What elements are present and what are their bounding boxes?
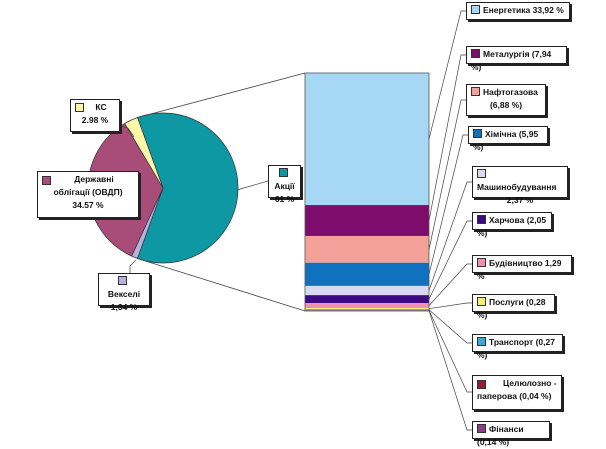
label-akcii: Акції 61 % xyxy=(268,165,301,204)
leader-харчова xyxy=(428,220,472,300)
label-ovdp: Державні облігації (ОВДП) 34.57 % xyxy=(37,171,139,218)
pie-slice-акції xyxy=(136,112,239,264)
label-finansy: Фінанси (0,14 %) xyxy=(472,421,550,447)
metalurgiya-swatch xyxy=(471,49,480,58)
label-ks: КС 2.98 % xyxy=(70,99,120,132)
ks-swatch xyxy=(75,103,84,112)
connector-top xyxy=(137,72,306,118)
label-kharchova: Харчова (2,05 %) xyxy=(472,212,552,238)
pie-slice-кс xyxy=(124,117,164,189)
label-metalurgiya: Металургія (7,94 %) xyxy=(466,46,567,72)
leader-послуги xyxy=(428,302,472,310)
bar-segment-металургія xyxy=(305,205,429,236)
bar-segment-машинобудування xyxy=(305,285,429,296)
posluhy-swatch xyxy=(477,297,486,306)
bar-segment-послуги xyxy=(305,308,429,310)
leader-машинобудування xyxy=(428,181,472,291)
ovdp-swatch xyxy=(42,176,51,185)
bar-segment-хімічна xyxy=(305,262,429,286)
vekseli-swatch xyxy=(118,276,127,285)
naftogaz-swatch xyxy=(471,87,480,96)
bar-segment-харчова xyxy=(305,295,429,304)
mashyno-swatch xyxy=(477,169,486,178)
leader-целюлозно-паперова xyxy=(428,310,472,393)
bar-segment-будівництво xyxy=(305,303,429,309)
leader-нафтогазова xyxy=(428,99,466,250)
finansy-swatch xyxy=(477,424,486,433)
label-khimichna: Хімічна (5,95 %) xyxy=(468,126,548,152)
leader-енергетика xyxy=(428,10,466,140)
leader-vekseli xyxy=(129,259,137,273)
bar-outline xyxy=(304,72,430,312)
label-energetyka: Енергетика 33,92 % xyxy=(466,2,570,20)
tselyuloza-swatch xyxy=(477,380,486,389)
label-vekseli: Векселі 1,34 % xyxy=(98,273,150,312)
bar-segment-транспорт xyxy=(305,309,429,311)
label-budivnytstvo: Будівництво 1,29 % xyxy=(472,255,572,281)
leader-lines xyxy=(119,10,472,431)
stacked-bar xyxy=(304,72,430,312)
energetyka-swatch xyxy=(471,5,480,14)
leader-фінанси xyxy=(428,310,472,431)
connector-bottom xyxy=(137,258,306,312)
label-mashyno: Машинобудування 2,37 % xyxy=(472,166,568,205)
kharchova-swatch xyxy=(477,215,486,224)
leader-akcii xyxy=(236,180,269,191)
khimichna-swatch xyxy=(473,129,482,138)
bar-segment-енергетика xyxy=(305,73,429,206)
label-naftogaz: Нафтогазова (6,88 %) xyxy=(466,84,546,116)
label-transport: Транспорт (0,27 %) xyxy=(472,334,563,360)
leader-металургія xyxy=(428,54,466,221)
leader-хімічна xyxy=(428,134,468,275)
leader-транспорт xyxy=(428,309,472,344)
transport-swatch xyxy=(477,337,486,346)
leader-ks xyxy=(119,125,135,138)
label-posluhy: Послуги (0,28 %) xyxy=(472,294,555,320)
akcii-swatch xyxy=(278,168,288,177)
label-tselyuloza: Целюлозно - паперова (0,04 %) xyxy=(472,375,562,410)
leader-будівництво xyxy=(428,263,472,306)
bar-segment-нафтогазова xyxy=(305,235,429,263)
budivnytstvo-swatch xyxy=(477,258,486,267)
